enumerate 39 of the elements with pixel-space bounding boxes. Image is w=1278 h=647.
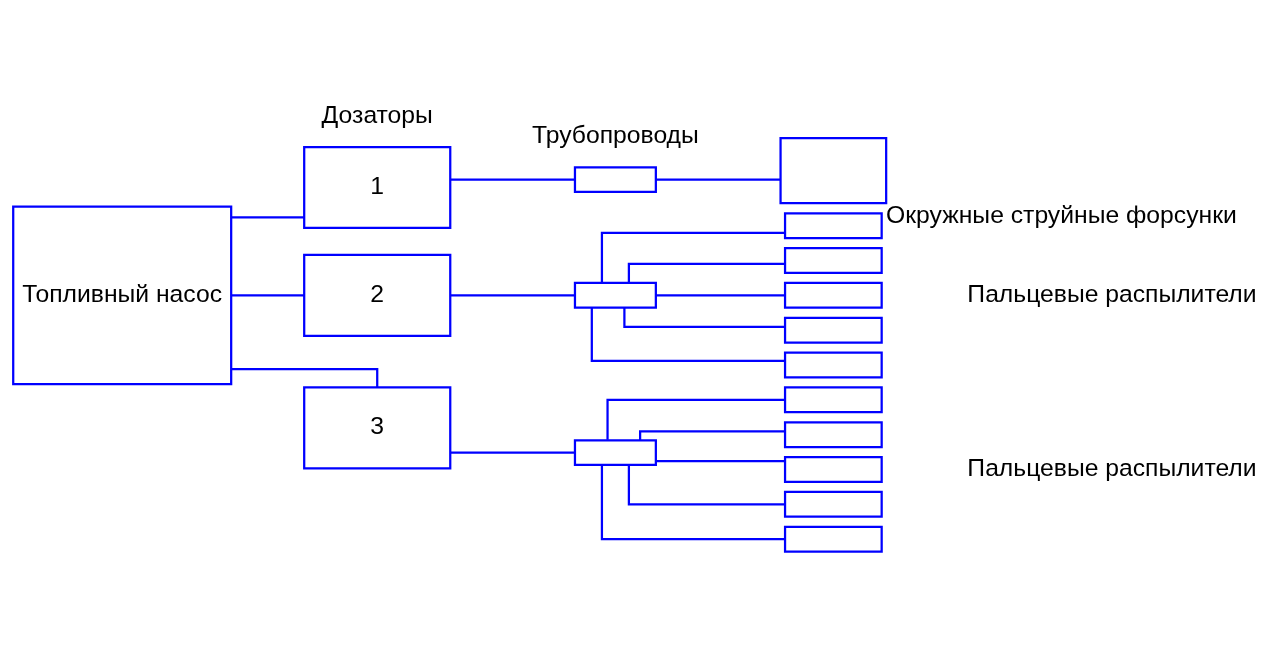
node-box: [783, 281, 883, 309]
node-box: [779, 136, 888, 204]
node-box: [783, 385, 883, 413]
node-box: [783, 525, 883, 553]
node-box: [783, 490, 883, 518]
node-box: [783, 455, 883, 483]
label: Дозаторы: [321, 100, 433, 128]
node-box: [783, 420, 883, 448]
node-box: [783, 246, 883, 274]
node-label: Окружные струйные форсунки: [886, 200, 1237, 228]
connector: [627, 464, 785, 505]
connector: [450, 178, 575, 181]
node-box: [573, 438, 657, 466]
label: Пальцевые распылители: [967, 453, 1257, 481]
node-box: [573, 281, 657, 309]
connector: [600, 464, 785, 540]
connector: [231, 293, 304, 296]
connector: [627, 262, 785, 283]
connector: [590, 307, 785, 362]
connector: [655, 293, 785, 296]
node-box: Топливный насос: [12, 204, 233, 385]
connector: [450, 451, 575, 454]
label: Трубопроводы: [532, 120, 699, 148]
node-box: [573, 165, 657, 193]
connector: [623, 307, 785, 328]
connector: [606, 398, 785, 440]
node-box: [783, 316, 883, 344]
label: Пальцевые распылители: [967, 279, 1257, 307]
node-box: 1: [303, 145, 452, 229]
connector: [231, 215, 304, 218]
connector: [655, 459, 785, 462]
connector: [655, 178, 781, 181]
connector: [450, 293, 575, 296]
node-box: [783, 351, 883, 378]
connector: [600, 231, 785, 283]
node-box: 3: [303, 385, 452, 469]
connector: [639, 429, 785, 440]
node-box: [783, 211, 883, 239]
node-box: 2: [303, 253, 452, 337]
